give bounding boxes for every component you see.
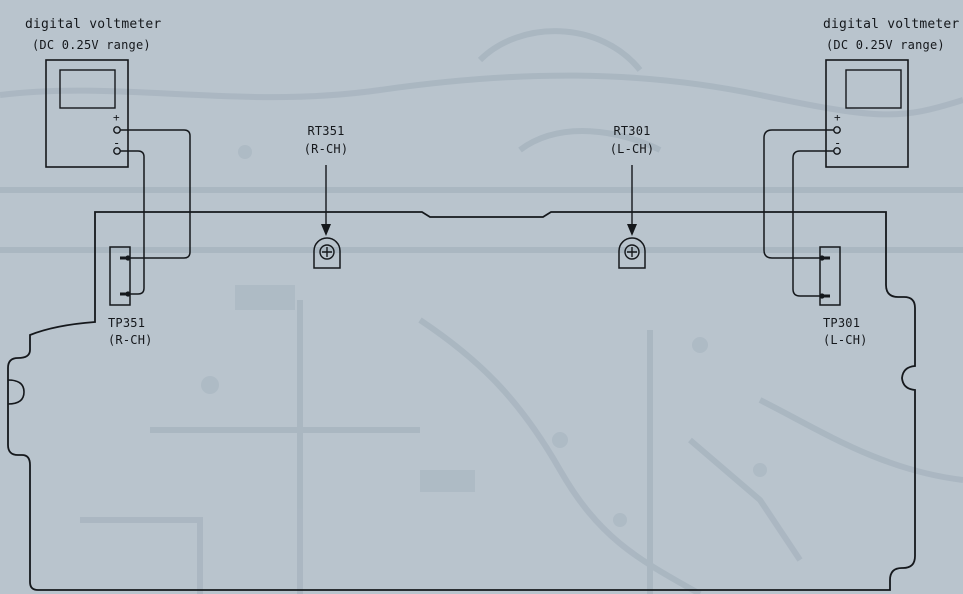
rt351-label: RT351 xyxy=(307,124,345,138)
trimmer-potentiometer-icon xyxy=(618,237,646,269)
rt351-body xyxy=(313,237,341,269)
voltmeter-left-plus-sign: + xyxy=(113,111,120,124)
tp301-channel: (L-CH) xyxy=(823,333,868,347)
pcb-background-pads xyxy=(201,145,767,527)
voltmeter-left-display xyxy=(59,69,116,109)
tp301-label: TP301 xyxy=(823,316,861,330)
rt301-label: RT301 xyxy=(613,124,651,138)
rt351-channel: (R-CH) xyxy=(303,142,349,156)
voltmeter-left-title: digital voltmeter xyxy=(25,17,162,32)
voltmeter-icon xyxy=(825,59,909,168)
probe-wires-right xyxy=(763,129,834,297)
voltmeter-left-terminal-plus xyxy=(113,126,121,134)
adjust-arrow-rt351 xyxy=(321,165,331,236)
tp351-channel: (R-CH) xyxy=(108,333,153,347)
trimmer-potentiometer-icon xyxy=(313,237,341,269)
rt301-body xyxy=(618,237,646,269)
tp301-connector xyxy=(819,246,841,306)
voltmeter-left-range: (DC 0.25V range) xyxy=(32,38,151,52)
voltmeter-right-display xyxy=(845,69,902,109)
test-point-connector-icon xyxy=(819,246,841,306)
voltmeter-left-body xyxy=(45,59,129,168)
voltmeter-left-minus-sign: - xyxy=(113,136,121,150)
voltmeter-icon xyxy=(45,59,129,168)
voltmeter-right-minus-sign: - xyxy=(834,136,842,150)
voltmeter-right-plus-sign: + xyxy=(834,111,841,124)
board-outline xyxy=(7,211,916,591)
voltmeter-right-title: digital voltmeter xyxy=(823,17,960,32)
adjust-arrow-rt301 xyxy=(627,165,637,236)
voltmeter-right-terminal-plus xyxy=(833,126,841,134)
board-notch-left xyxy=(7,379,25,405)
voltmeter-right-body xyxy=(825,59,909,168)
voltmeter-right-range: (DC 0.25V range) xyxy=(826,38,945,52)
tp351-connector xyxy=(109,246,131,306)
rt301-channel: (L-CH) xyxy=(609,142,655,156)
tp351-label: TP351 xyxy=(108,316,146,330)
test-point-connector-icon xyxy=(109,246,131,306)
probe-wires-left xyxy=(120,129,191,295)
pcb-background-traces xyxy=(0,28,963,594)
